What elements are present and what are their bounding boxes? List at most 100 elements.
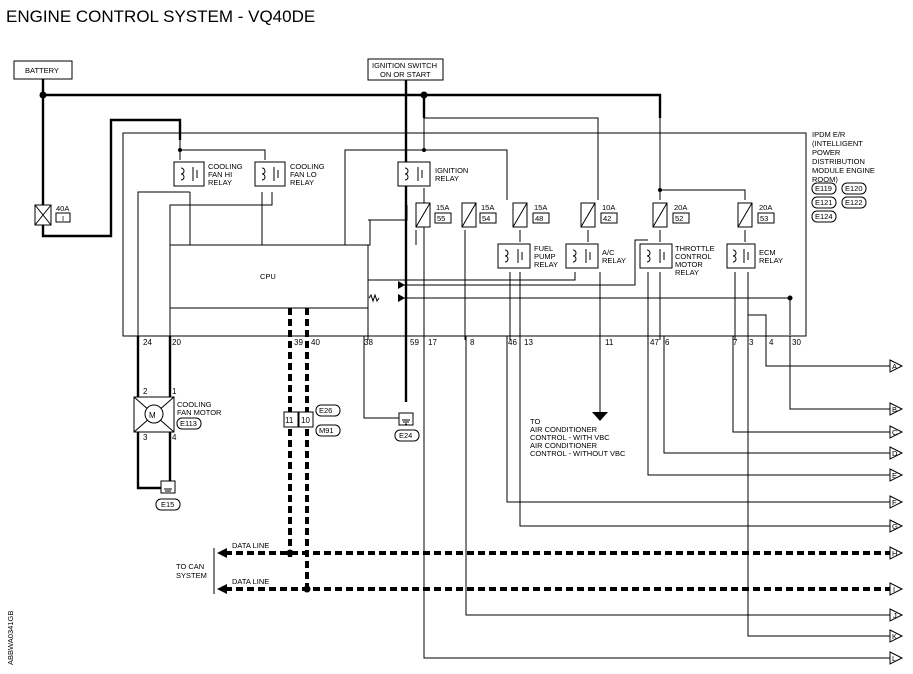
- relay-ignition-label-2: RELAY: [435, 174, 459, 183]
- output-c-label: C: [892, 428, 898, 437]
- bus-junction: [420, 91, 428, 99]
- ipdm-pin-24: 24: [143, 338, 152, 347]
- ipdm-connector-badge-4: [841, 196, 867, 209]
- feedback-junction: [787, 295, 793, 301]
- relay-fuel-pump: FUEL PUMP RELAY: [497, 243, 558, 269]
- output-k: K: [889, 629, 904, 643]
- output-wire-d: [663, 336, 892, 454]
- relay-coil-icon: [261, 167, 279, 181]
- output-a: A: [889, 359, 904, 373]
- relay-coil-icon: [404, 167, 423, 181]
- output-g-label: G: [892, 522, 898, 531]
- ipdm-pin-47: 47: [650, 338, 659, 347]
- ac-note-4: AIR CONDITIONER: [530, 441, 598, 450]
- ipdm-connector-badge-1: [811, 182, 837, 195]
- ipdm-connector-badge-2: [841, 182, 867, 195]
- can-arrow-icon: [217, 548, 227, 594]
- page-title: ENGINE CONTROL SYSTEM - VQ40DE: [6, 7, 315, 26]
- output-wire-j: [465, 336, 892, 616]
- ipdm-connector-2: E120: [845, 184, 863, 193]
- joint-connector-pin-11: 11: [285, 416, 294, 425]
- output-wire-e: [647, 336, 892, 476]
- fuse-48-number-box: [532, 212, 550, 224]
- ground-icon: [164, 488, 172, 494]
- can-system-label-1: TO CAN: [176, 562, 204, 571]
- output-c: C: [889, 425, 904, 439]
- motor-symbol: M: [149, 411, 156, 420]
- fuse-42-number-box: [600, 212, 618, 224]
- battery-fuse-bus-wire: [659, 118, 746, 200]
- relay-ignition: IGNITION RELAY: [397, 161, 468, 187]
- ipdm-connector-3: E121: [815, 198, 833, 207]
- ipdm-pin-30: 30: [792, 338, 801, 347]
- ipdm-pin-6: 6: [665, 338, 670, 347]
- relay-ac-box: [565, 243, 599, 269]
- ipdm-connector-badge-3: [811, 196, 837, 209]
- output-arrow-icon: [889, 582, 904, 596]
- output-l: L: [889, 651, 904, 665]
- fuse-42-amp: 10A: [602, 203, 615, 212]
- fuse-52-amp: 20A: [674, 203, 687, 212]
- data-line-label-1: DATA LINE: [232, 541, 269, 550]
- fan-motor-connector: E113: [180, 419, 197, 428]
- joint-connector-e26: E26: [319, 406, 332, 415]
- fuse-48: 15A 48: [512, 202, 550, 228]
- relay-fuel-pump-label-1: FUEL: [534, 244, 553, 253]
- cpu-ign-wire: [368, 220, 371, 246]
- fuse-icon: [512, 202, 528, 228]
- joint-connector-m91-badge: [315, 424, 341, 437]
- fuse53-wire: [734, 230, 749, 340]
- ipdm-pin-46: 46: [508, 338, 517, 347]
- relay-ignition-box: [397, 161, 431, 187]
- ipdm-pin-38: 38: [364, 338, 373, 347]
- output-b-label: B: [892, 405, 897, 414]
- fuse-54: 15A 54: [461, 202, 497, 228]
- fan-motor-pin-4: 4: [172, 433, 177, 442]
- relay-ecm: ECM RELAY: [726, 243, 783, 269]
- output-h-label: H: [892, 549, 897, 558]
- relay-cooling-fan-hi-label-3: RELAY: [208, 178, 232, 187]
- fan-motor-pin-3: 3: [143, 433, 148, 442]
- ipdm-pin-11: 11: [605, 338, 614, 347]
- relay-cooling-fan-lo-box: [254, 161, 286, 187]
- relay-throttle-control-motor: THROTTLE CONTROL MOTOR RELAY: [639, 243, 715, 277]
- junction-b: [422, 148, 426, 152]
- ac-arrow-icon: [592, 412, 608, 421]
- fuse-54-number-box: [479, 212, 497, 224]
- fuse-icon: [737, 202, 753, 228]
- ipdm-pin-3: 3: [749, 338, 754, 347]
- output-wire-l: [423, 336, 892, 659]
- relay-coil-icon: [504, 249, 523, 263]
- joint-connector-m91: M91: [319, 426, 334, 435]
- joint-connector-e26-badge: [315, 404, 341, 417]
- junction-c: [658, 188, 662, 192]
- relay-cooling-fan-lo-label-1: COOLING: [290, 162, 325, 171]
- fan-motor-pin-2: 2: [143, 387, 148, 396]
- cpu-box: [169, 244, 369, 309]
- ipdm-label-3: POWER: [812, 148, 841, 157]
- output-e: E: [889, 468, 904, 482]
- output-wire-k: [747, 336, 892, 637]
- relay-throttle-label-1: THROTTLE: [675, 244, 715, 253]
- diode-icon: [398, 281, 405, 302]
- relay-cooling-fan-lo: COOLING FAN LO RELAY: [254, 161, 325, 187]
- ipdm-label-1: IPDM E/R: [812, 130, 846, 139]
- ignition-switch-label-2: ON OR START: [380, 70, 431, 79]
- can-system-label-2: SYSTEM: [176, 571, 207, 580]
- fuse-55-number-box: [434, 212, 452, 224]
- relay-coil-icon: [572, 249, 591, 263]
- output-k-label: K: [892, 632, 897, 641]
- output-arrow-icon: [889, 468, 904, 482]
- relay-ecm-label-1: ECM: [759, 248, 776, 257]
- fuse-icon: [580, 202, 596, 228]
- relay-ignition-label-1: IGNITION: [435, 166, 468, 175]
- ipdm-pin-17: 17: [428, 338, 437, 347]
- ground-e24-label: E24: [399, 431, 412, 440]
- motor-icon: [144, 404, 164, 424]
- relay-coil-icon: [180, 167, 198, 181]
- relay-cooling-fan-hi-label-1: COOLING: [208, 162, 243, 171]
- output-arrow-icon: [889, 359, 904, 373]
- output-wire-g: [519, 336, 892, 527]
- ipdm-pin-8: 8: [470, 338, 475, 347]
- output-f-label: F: [892, 498, 897, 507]
